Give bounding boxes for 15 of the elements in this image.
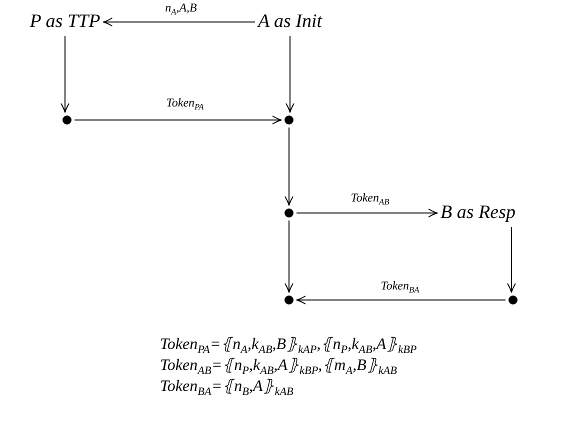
- edge-label: n$_{A}$,A,B: [164, 0, 198, 16]
- dot: [62, 116, 72, 124]
- dot: [284, 116, 294, 124]
- dot: [508, 296, 518, 304]
- edge-label: Token$_{BA}$: [380, 278, 420, 294]
- edge-label: Token$_{PA}$: [165, 96, 205, 110]
- dot: [284, 208, 294, 218]
- edge-label: Token$_{AB}$: [350, 190, 390, 206]
- node-label: P as TTP: [30, 11, 100, 33]
- formula: Token$_{PA}$=⦃n$_{A}$,k$_{AB}$,B⦄$_{kAP}$,⦃n$_{P}$,k$_{AB}$,A⦄$_{kBP}$: [160, 335, 417, 355]
- node-label: B as Resp: [440, 202, 516, 224]
- formula: Token$_{AB}$=⦃n$_{P}$,k$_{AB}$,A⦄$_{kBP}$,⦃m$_{A}$,B⦄$_{kAB}$: [160, 356, 397, 376]
- node-label: A as Init: [258, 11, 322, 33]
- dot: [284, 296, 294, 304]
- formula: Token$_{BA}$=⦃n$_{B}$,A⦄$_{kAB}$: [160, 377, 294, 397]
